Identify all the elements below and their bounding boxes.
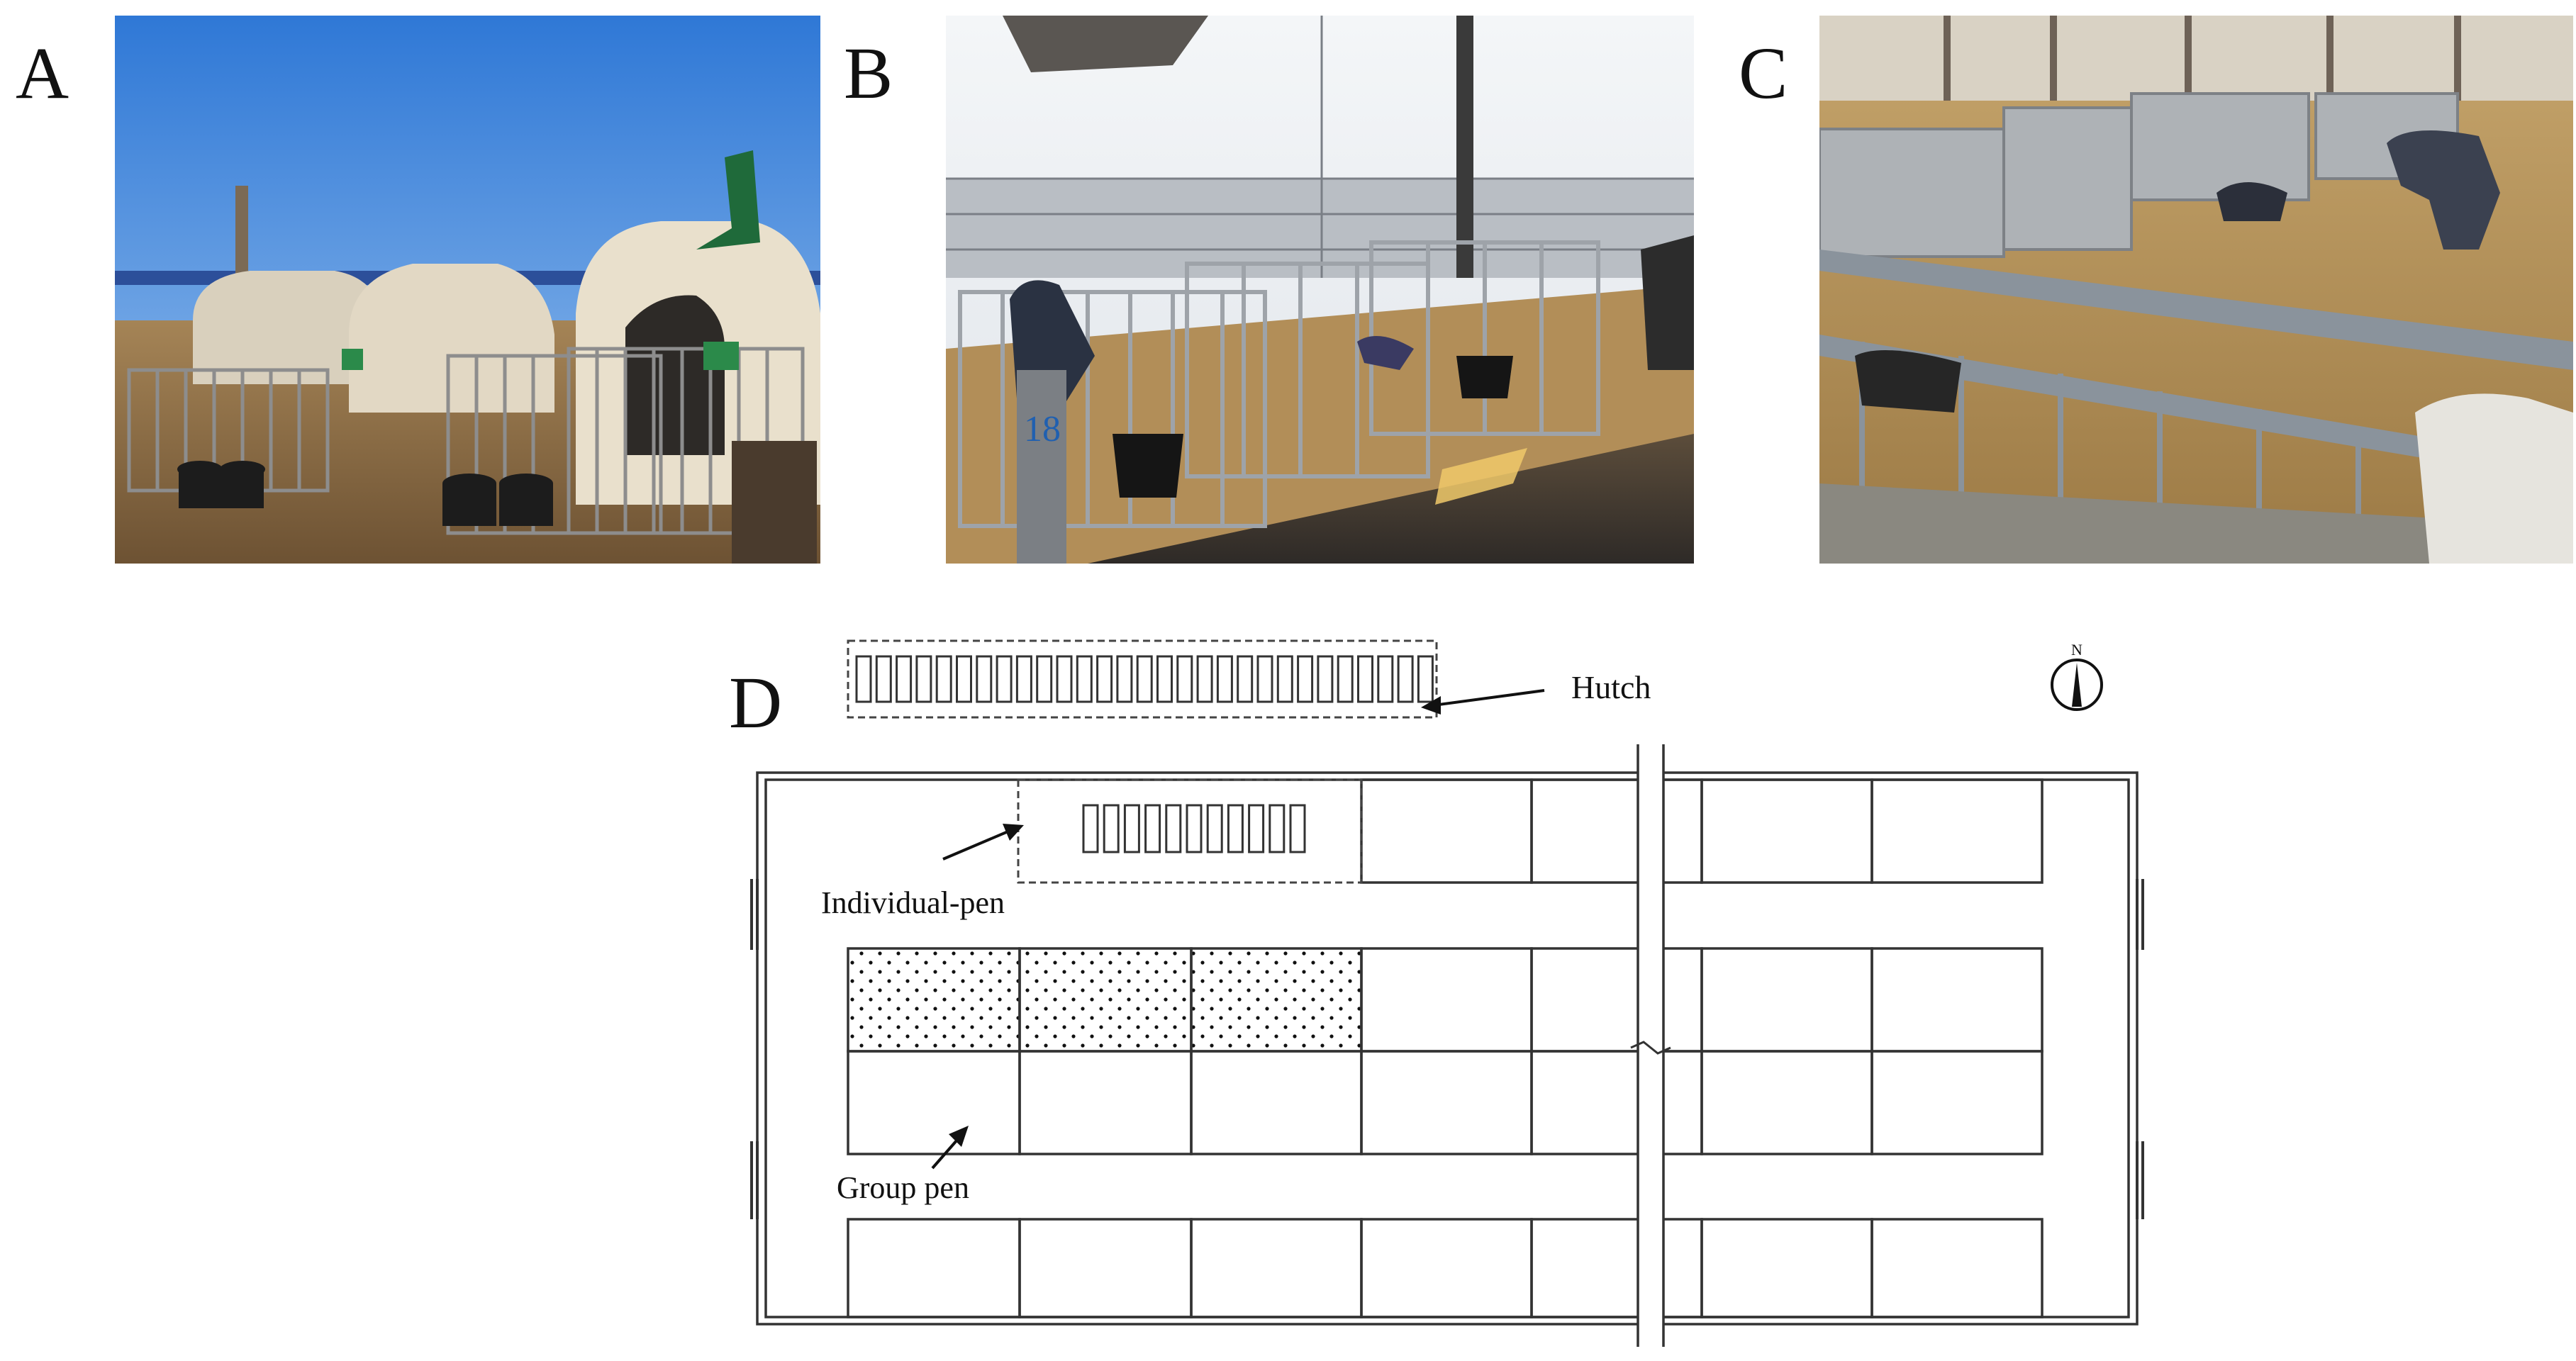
pen-row-top bbox=[1360, 778, 2043, 884]
hutch-unit bbox=[1036, 655, 1053, 703]
individual-pen-unit bbox=[1103, 804, 1120, 853]
hutch-unit bbox=[1136, 655, 1153, 703]
hutch-unit bbox=[1276, 655, 1293, 703]
panel-a-letter: A bbox=[16, 33, 69, 114]
hutch-unit bbox=[1317, 655, 1334, 703]
compass-north-label: N bbox=[2071, 641, 2082, 659]
hutch-unit bbox=[1357, 655, 1373, 703]
individual-pen-label: Individual-pen bbox=[821, 885, 1005, 920]
hutch-unit bbox=[896, 655, 913, 703]
hutch-unit bbox=[976, 655, 993, 703]
hutch-unit bbox=[1377, 655, 1394, 703]
barn-doors bbox=[750, 879, 2144, 1219]
individual-pen-unit bbox=[1123, 804, 1140, 853]
hutch-unit bbox=[1176, 655, 1193, 703]
hutch-unit bbox=[1297, 655, 1314, 703]
hutch-unit bbox=[996, 655, 1013, 703]
hutch-unit bbox=[915, 655, 932, 703]
individual-pen-dashed-box bbox=[1017, 778, 1363, 884]
individual-pen-unit bbox=[1206, 804, 1223, 853]
group-pen-arrow-line bbox=[931, 1138, 959, 1170]
hutch-unit bbox=[1397, 655, 1414, 703]
panel-b-letter: B bbox=[844, 33, 893, 114]
hutch-unit bbox=[1216, 655, 1233, 703]
photo-c-group-pens bbox=[1819, 16, 2573, 564]
individual-pen-unit bbox=[1082, 804, 1099, 853]
hutch-unit bbox=[956, 655, 972, 703]
hutch-unit bbox=[855, 655, 872, 703]
hutch-unit bbox=[1417, 655, 1434, 703]
hutch-label: Hutch bbox=[1571, 669, 1651, 705]
individual-pen-units bbox=[1082, 804, 1306, 853]
hutch-unit bbox=[1056, 655, 1073, 703]
hutch-unit bbox=[1116, 655, 1133, 703]
pen-rows-middle bbox=[847, 947, 2043, 1155]
hutch-unit bbox=[1256, 655, 1273, 703]
hutch-units bbox=[855, 655, 1434, 703]
hutch-unit bbox=[1337, 655, 1354, 703]
hutch-unit bbox=[935, 655, 952, 703]
individual-pen-unit bbox=[1248, 804, 1265, 853]
hutch-arrow-head bbox=[1421, 696, 1441, 715]
hutch-unit bbox=[1237, 655, 1254, 703]
group-pen-label: Group pen bbox=[837, 1170, 969, 1205]
panel-c-letter: C bbox=[1739, 33, 1788, 114]
photo-a-calf-hutches bbox=[115, 16, 820, 564]
group-pen-arrow-head bbox=[949, 1126, 969, 1147]
hutch-row bbox=[847, 639, 1438, 719]
individual-pen-unit bbox=[1144, 804, 1161, 853]
hutch-unit bbox=[1015, 655, 1032, 703]
hutch-unit bbox=[1156, 655, 1173, 703]
panel-d-letter: D bbox=[729, 662, 783, 744]
hutch-area-dashed-box bbox=[847, 639, 1438, 719]
individual-pen-unit bbox=[1227, 804, 1244, 853]
hutch-arrow-line bbox=[1433, 689, 1545, 707]
individual-pen-arrow-head bbox=[1003, 824, 1024, 841]
hutch-unit bbox=[1196, 655, 1213, 703]
individual-pen-unit bbox=[1269, 804, 1286, 853]
individual-pen-unit bbox=[1165, 804, 1182, 853]
pen-number-tag: 18 bbox=[1024, 409, 1061, 449]
hutch-unit bbox=[1096, 655, 1113, 703]
individual-pen-unit bbox=[1289, 804, 1306, 853]
north-compass-icon: N bbox=[2051, 641, 2103, 711]
photo-b-individual-pens: 18 bbox=[946, 16, 1694, 564]
central-passage bbox=[1630, 744, 1671, 1347]
individual-pen-unit bbox=[1186, 804, 1203, 853]
hutch-unit bbox=[875, 655, 892, 703]
hutch-unit bbox=[1076, 655, 1093, 703]
pen-row-bottom bbox=[847, 1218, 2043, 1318]
individual-pen-arrow-line bbox=[942, 829, 1010, 861]
